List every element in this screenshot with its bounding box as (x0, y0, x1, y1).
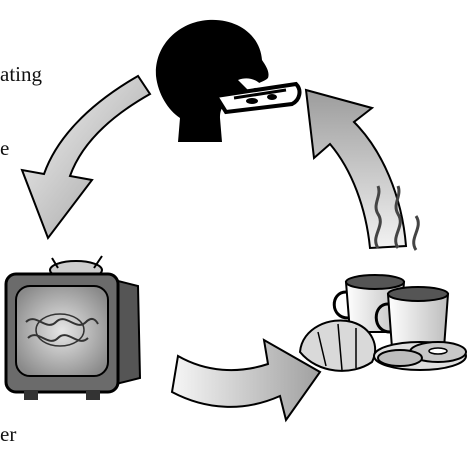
person-eating-pizza-icon (156, 20, 300, 142)
arrow-eating-to-tv (22, 76, 150, 238)
arrow-tv-to-breakfast (172, 340, 320, 420)
arrow-breakfast-to-eating (306, 90, 406, 248)
television-icon (6, 256, 140, 400)
